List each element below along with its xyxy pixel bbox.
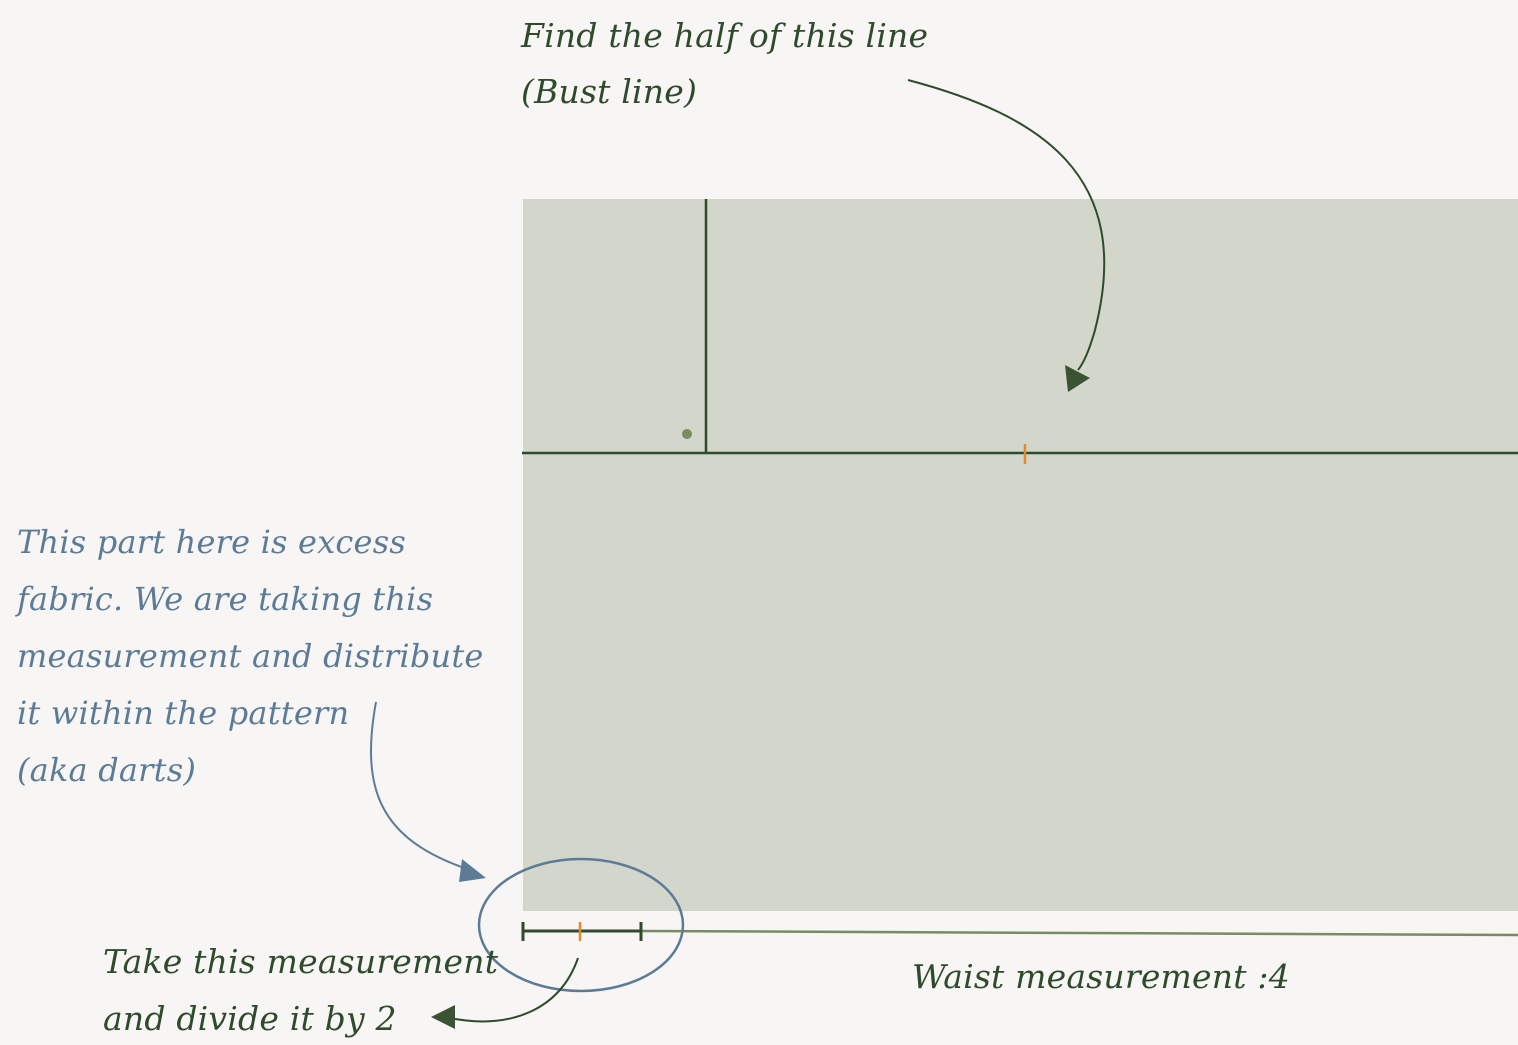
- take-arrow-head: [431, 1005, 455, 1029]
- excess-note-line-5: (aka darts): [17, 751, 197, 789]
- excess-note-line-1: This part here is excess: [17, 523, 406, 561]
- curved-arrow-down-icon: [907, 79, 1106, 371]
- bust-line-annotation: Find the half of this line (Bust line): [521, 8, 928, 120]
- excess-arrow-head: [459, 859, 486, 882]
- take-note-line-2: and divide it by 2: [103, 999, 397, 1038]
- excess-fabric-annotation: This part here is excess fabric. We are …: [17, 514, 484, 799]
- take-note-line-1: Take this measurement: [103, 942, 499, 981]
- waist-measurement-label: Waist measurement :4: [912, 957, 1290, 996]
- excess-note-line-2: fabric. We are taking this: [17, 580, 434, 618]
- excess-note-line-4: it within the pattern: [17, 694, 350, 732]
- curved-arrow-right-icon: [370, 701, 471, 871]
- curved-arrow-left-icon: [449, 957, 579, 1023]
- waist-line: [640, 929, 1518, 937]
- corner-dot: [682, 429, 692, 439]
- bust-note-line-1: Find the half of this line: [521, 16, 929, 55]
- bust-arrow-head: [1065, 365, 1090, 392]
- fabric-block: [523, 199, 1518, 911]
- take-measurement-annotation: Take this measurement and divide it by 2: [103, 933, 498, 1045]
- ellipse-highlight-icon: [477, 857, 685, 993]
- excess-note-line-3: measurement and distribute: [17, 637, 484, 675]
- bust-note-line-2: (Bust line): [521, 72, 698, 111]
